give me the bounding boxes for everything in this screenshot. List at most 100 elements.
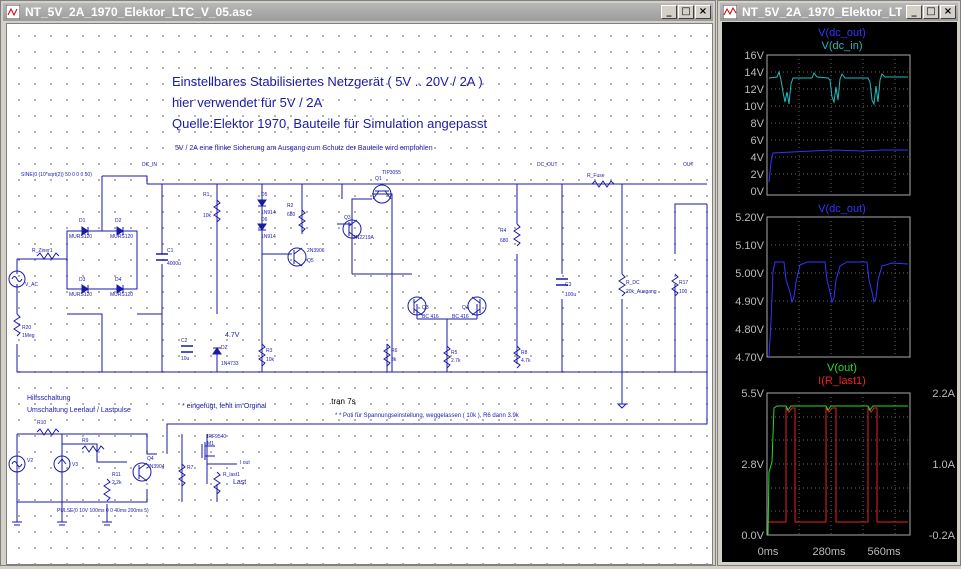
label-r1: R1 bbox=[203, 192, 210, 198]
label-c3: C3 bbox=[565, 282, 572, 288]
schematic-titlebar[interactable]: NT_5V_2A_1970_Elektor_LTC_V_05.asc _ □ × bbox=[3, 3, 713, 21]
capacitors bbox=[156, 253, 568, 353]
pulse-spec: PULSE(0 10V 100ms 0 0 40ms 200ms 5) bbox=[57, 508, 149, 514]
label-q-left: Q3 bbox=[422, 305, 429, 311]
label-c1: C1 bbox=[167, 248, 174, 254]
label-r1-val: 10k bbox=[203, 213, 212, 219]
label-r9: R9 bbox=[82, 438, 89, 444]
pane3-ytick-right-0: 2.2A bbox=[932, 388, 955, 400]
pane2-trace-1: V(dc_out) bbox=[818, 203, 866, 215]
aux-subtitle: Umschaltung Leerlauf / Lastpulse bbox=[27, 407, 131, 414]
ground-symbols bbox=[12, 403, 628, 526]
heading-line-1: Einstellbares Stabilisiertes Netzgerät (… bbox=[172, 74, 483, 89]
label-r6: R6 bbox=[391, 348, 398, 354]
label-q5-model: 2N3906 bbox=[307, 248, 325, 254]
waveform-plots: V(dc_out) V(dc_in) 16V 14V 12V 10V 8V 6V… bbox=[735, 27, 955, 558]
label-r4-val: 680 bbox=[500, 238, 509, 244]
pane2-ytick-4: 4.80V bbox=[735, 324, 764, 336]
star-note: * eingefügt, fehlt im Orginal bbox=[182, 403, 267, 410]
label-q4-model: 2N3904 bbox=[147, 464, 165, 470]
waveform-viewer[interactable]: V(dc_out) V(dc_in) 16V 14V 12V 10V 8V 6V… bbox=[722, 22, 957, 562]
pane1-ytick-2: 12V bbox=[744, 84, 764, 96]
pane1-ytick-8: 0V bbox=[751, 186, 765, 198]
label-d4: D4 bbox=[115, 277, 122, 283]
pane1-dc-out-curve bbox=[768, 149, 908, 183]
pane3-ytick-left-1: 2.8V bbox=[741, 459, 764, 471]
maximize-button[interactable]: □ bbox=[923, 5, 939, 19]
label-d2: D2 bbox=[115, 218, 122, 224]
pane3-iload-curve bbox=[768, 406, 908, 523]
label-r20: R20 bbox=[22, 325, 31, 331]
label-r-dc: R_DC bbox=[626, 280, 640, 286]
pane1-frame bbox=[766, 54, 911, 196]
heading-line-3: Quelle:Elektor 1970, Bauteile für Simula… bbox=[172, 116, 487, 131]
label-m1-model: IRF9540 bbox=[207, 434, 226, 440]
pane1-ytick-0: 16V bbox=[744, 50, 764, 62]
label-r11-val: 2.2k bbox=[112, 480, 122, 486]
pane2-ytick-2: 5.00V bbox=[735, 268, 764, 280]
pane3-vout-curve bbox=[767, 405, 908, 536]
sine-spec: SINE(0 {10*sqrt(2)} 50 0 0 0 50) bbox=[21, 172, 92, 178]
label-r20-val: 1Meg bbox=[22, 333, 35, 339]
label-r8: R8 bbox=[521, 350, 528, 356]
label-r17: R17 bbox=[679, 280, 688, 286]
label-r-last: R_last1 bbox=[223, 472, 240, 478]
diodes bbox=[81, 199, 267, 355]
pane2-ytick-1: 5.10V bbox=[735, 240, 764, 252]
label-d2-model: MURS120 bbox=[110, 234, 133, 240]
label-v-ac: V_AC bbox=[25, 282, 38, 288]
label-q3-model: 2N2219A bbox=[353, 235, 375, 241]
pane1-dc-in-curve bbox=[768, 70, 908, 106]
label-r10: R10 bbox=[37, 420, 46, 426]
waveform-app-icon bbox=[723, 5, 737, 19]
label-d3-model: MURS120 bbox=[69, 292, 92, 298]
label-q4: Q4 bbox=[147, 456, 154, 462]
label-d5-model: 1N914 bbox=[261, 210, 276, 216]
poti-note: * * Poti für Spannungseinstellung, wegge… bbox=[335, 413, 520, 419]
label-r2: R2 bbox=[287, 203, 294, 209]
label-r6-val: 3k bbox=[391, 357, 397, 363]
label-q1-model: TIP3055 bbox=[382, 170, 401, 176]
label-q-right: Q4 bbox=[462, 305, 469, 311]
pane3-ytick-right-1: 1.0A bbox=[932, 459, 955, 471]
schematic-window: NT_5V_2A_1970_Elektor_LTC_V_05.asc _ □ ×… bbox=[0, 0, 716, 566]
pane2-ytick-5: 4.70V bbox=[735, 352, 764, 364]
label-c3-val: 100u bbox=[565, 292, 576, 298]
label-c1-val: 4000u bbox=[167, 261, 181, 267]
label-r2-val: 680 bbox=[287, 212, 296, 218]
schematic-drawing: Einstellbares Stabilisiertes Netzgerät (… bbox=[8, 74, 708, 526]
resistors bbox=[13, 180, 679, 502]
fuse-note: 5V / 2A eine flinke Sicherung am Ausgang… bbox=[175, 145, 433, 152]
pane1-ytick-5: 6V bbox=[751, 135, 765, 147]
label-dz: DZ bbox=[221, 345, 228, 351]
schematic-app-icon bbox=[6, 5, 20, 19]
net-label-dc-out: DC_OUT bbox=[537, 162, 558, 168]
pane3-frame bbox=[766, 392, 911, 536]
maximize-button[interactable]: □ bbox=[678, 5, 694, 19]
pane1-ytick-1: 14V bbox=[744, 67, 764, 79]
net-label-out: OUT bbox=[683, 162, 694, 168]
label-r-ziner: R_Ziner1 bbox=[32, 248, 53, 254]
minimize-button[interactable]: _ bbox=[906, 5, 922, 19]
plot-titlebar[interactable]: NT_5V_2A_1970_Elektor_LT _ □ × bbox=[720, 3, 958, 21]
minimize-button[interactable]: _ bbox=[661, 5, 677, 19]
schematic-title: NT_5V_2A_1970_Elektor_LTC_V_05.asc bbox=[25, 5, 253, 19]
aux-title: Hilfsschaltung bbox=[27, 395, 71, 402]
pane3-trace-2: I(R_last1) bbox=[818, 375, 866, 387]
pane3-xtick-1: 280ms bbox=[812, 546, 846, 558]
label-q3: Q3 bbox=[344, 215, 351, 221]
pane1-ytick-6: 4V bbox=[751, 152, 765, 164]
schematic-canvas[interactable]: Einstellbares Stabilisiertes Netzgerät (… bbox=[6, 23, 713, 565]
label-r3-val: 10k bbox=[266, 357, 275, 363]
label-r11: R11 bbox=[112, 472, 121, 478]
pane1-trace-1: V(dc_out) bbox=[818, 27, 866, 39]
pane3-trace-1: V(out) bbox=[827, 362, 857, 374]
label-dz-model: 1N4733 bbox=[221, 361, 239, 367]
label-last: Last bbox=[233, 479, 246, 486]
close-button[interactable]: × bbox=[695, 5, 711, 19]
pane3-ytick-left-2: 0.0V bbox=[741, 530, 764, 542]
pane1-ytick-3: 10V bbox=[744, 101, 764, 113]
pane2-ytick-0: 5.20V bbox=[735, 212, 764, 224]
close-button[interactable]: × bbox=[940, 5, 956, 19]
label-q-right-model: BC 416 bbox=[452, 314, 469, 320]
